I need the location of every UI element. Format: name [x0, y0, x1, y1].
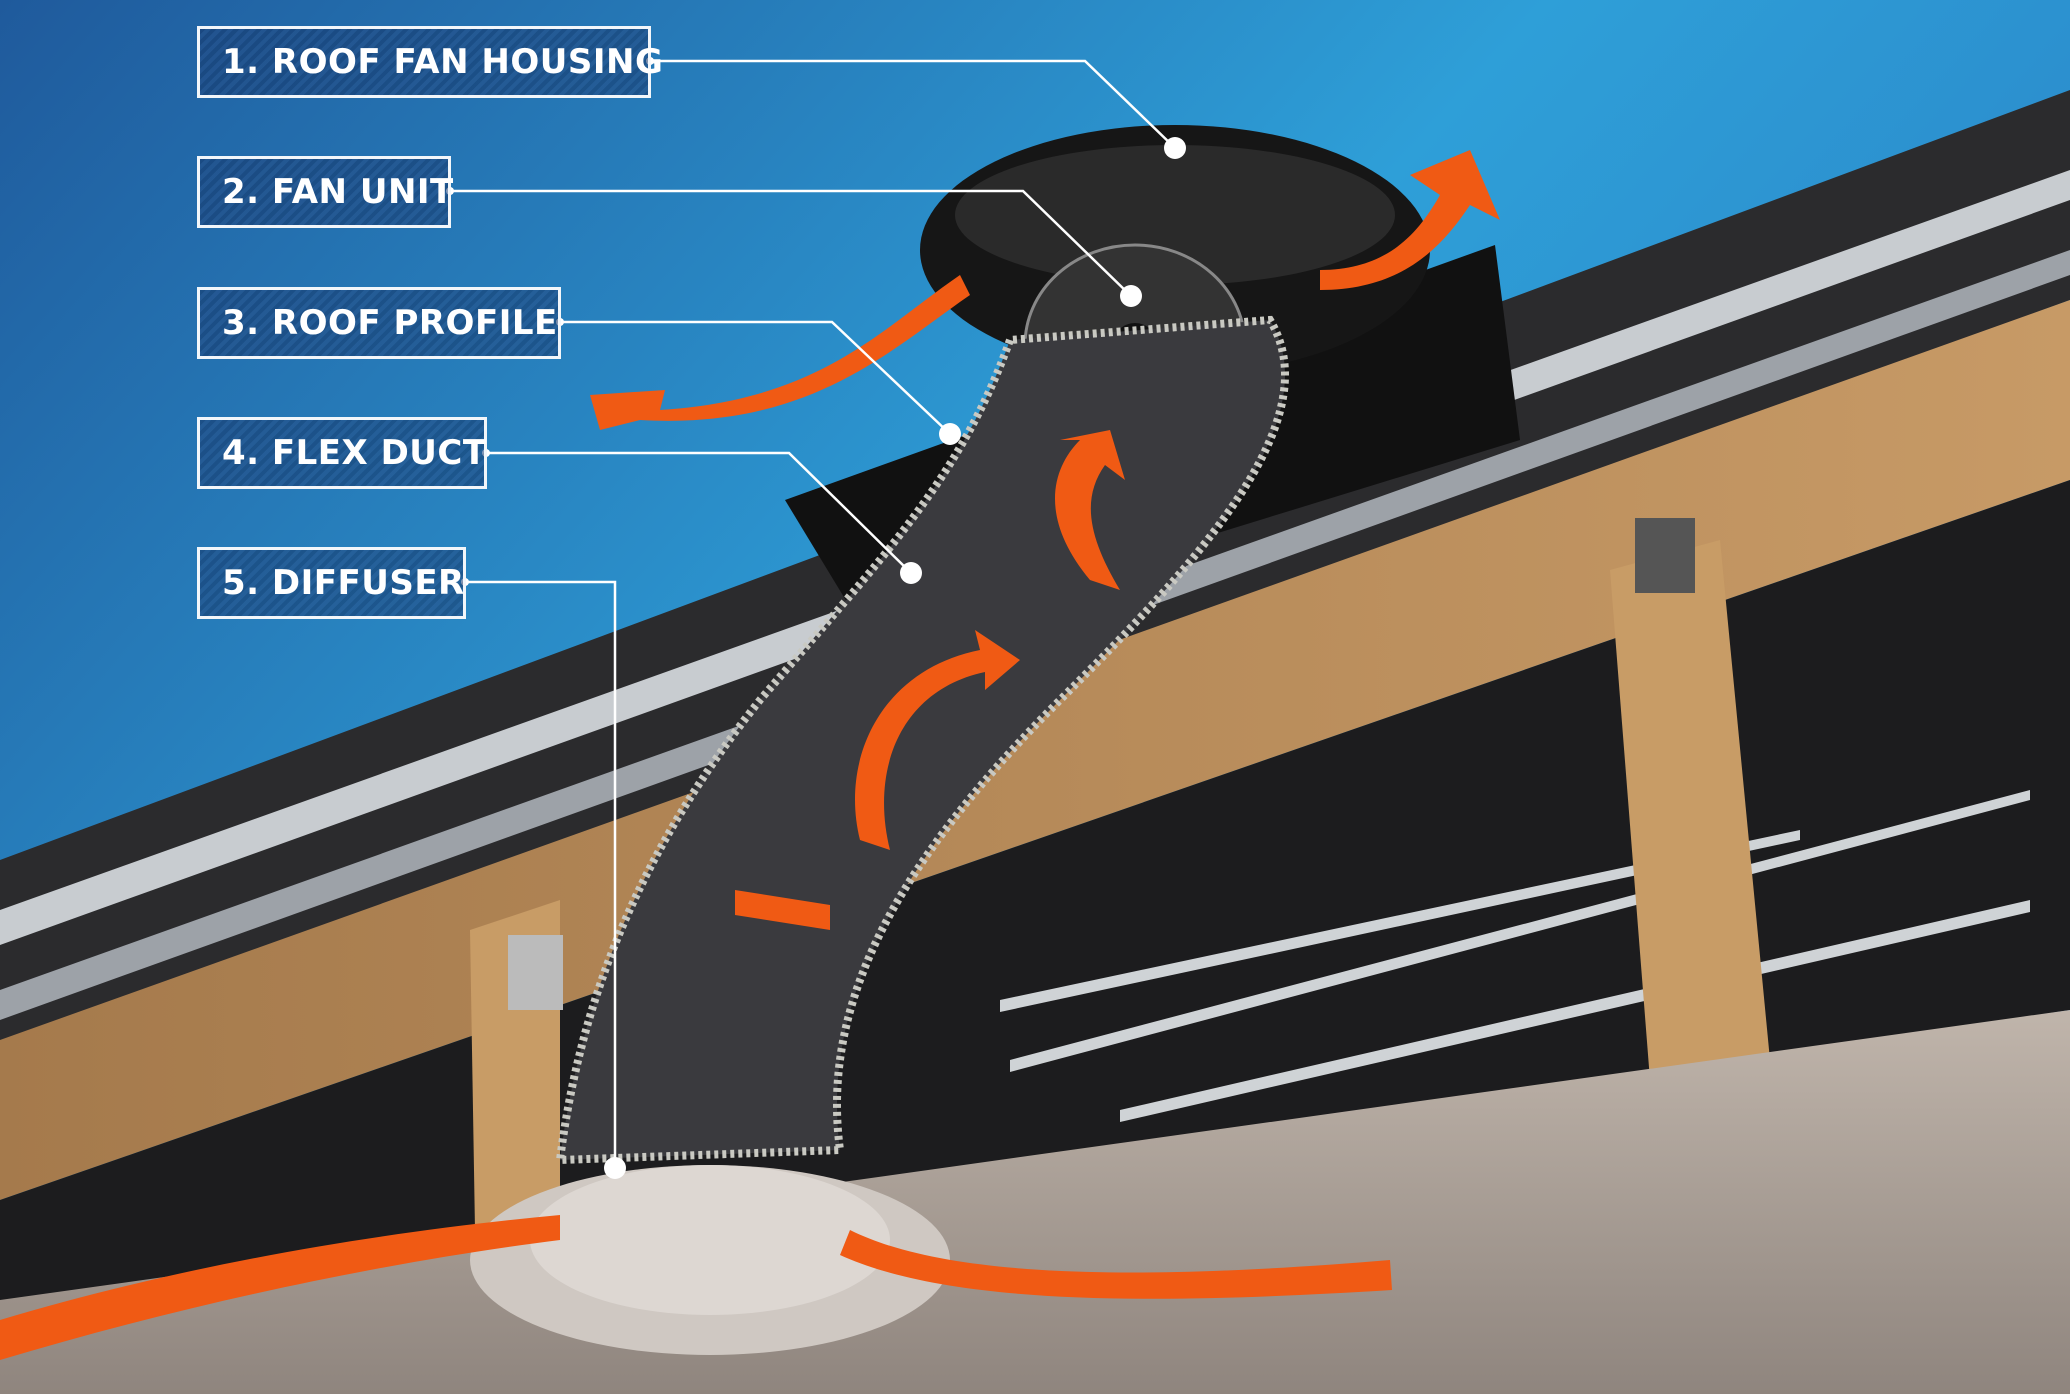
vent-grille [508, 935, 563, 1010]
leader-line-3 [560, 320, 951, 435]
batten [1120, 900, 2030, 1122]
callout-dot-1 [1164, 137, 1186, 159]
leader-lines [450, 59, 1176, 1168]
label-flex-duct: 4. FLEX DUCT [197, 417, 487, 489]
callout-dot-5 [604, 1157, 626, 1179]
airflow-arrow [840, 1230, 1392, 1299]
leader-line-1 [650, 59, 1176, 149]
callout-dot-3 [939, 423, 961, 445]
airflow-arrows [0, 150, 1500, 1360]
batten [1010, 790, 2030, 1072]
leader-line-4 [486, 451, 912, 574]
leader-line-5 [465, 580, 617, 1168]
callout-dot-4 [900, 562, 922, 584]
airflow-arrow [1320, 150, 1500, 290]
vent-grille [1635, 518, 1695, 593]
diffuser [530, 1165, 890, 1315]
airflow-arrow [1055, 430, 1125, 590]
airflow-arrow [0, 1215, 560, 1360]
flex-duct [555, 315, 1290, 1165]
label-fan-unit: 2. FAN UNIT [197, 156, 453, 228]
batten [1000, 830, 1800, 1012]
leader-line-2 [450, 189, 1132, 297]
airflow-arrow [590, 275, 970, 430]
airflow-arrow [855, 630, 1020, 850]
housing-ring [955, 145, 1395, 285]
label-diffuser: 5. DIFFUSER [197, 547, 466, 619]
label-roof-profile: 3. ROOF PROFILE [197, 287, 561, 359]
callout-dot-2 [1120, 285, 1142, 307]
joist [1610, 540, 1770, 1080]
airflow-arrow [735, 890, 830, 930]
label-roof-fan-housing: 1. ROOF FAN HOUSING [197, 26, 663, 98]
